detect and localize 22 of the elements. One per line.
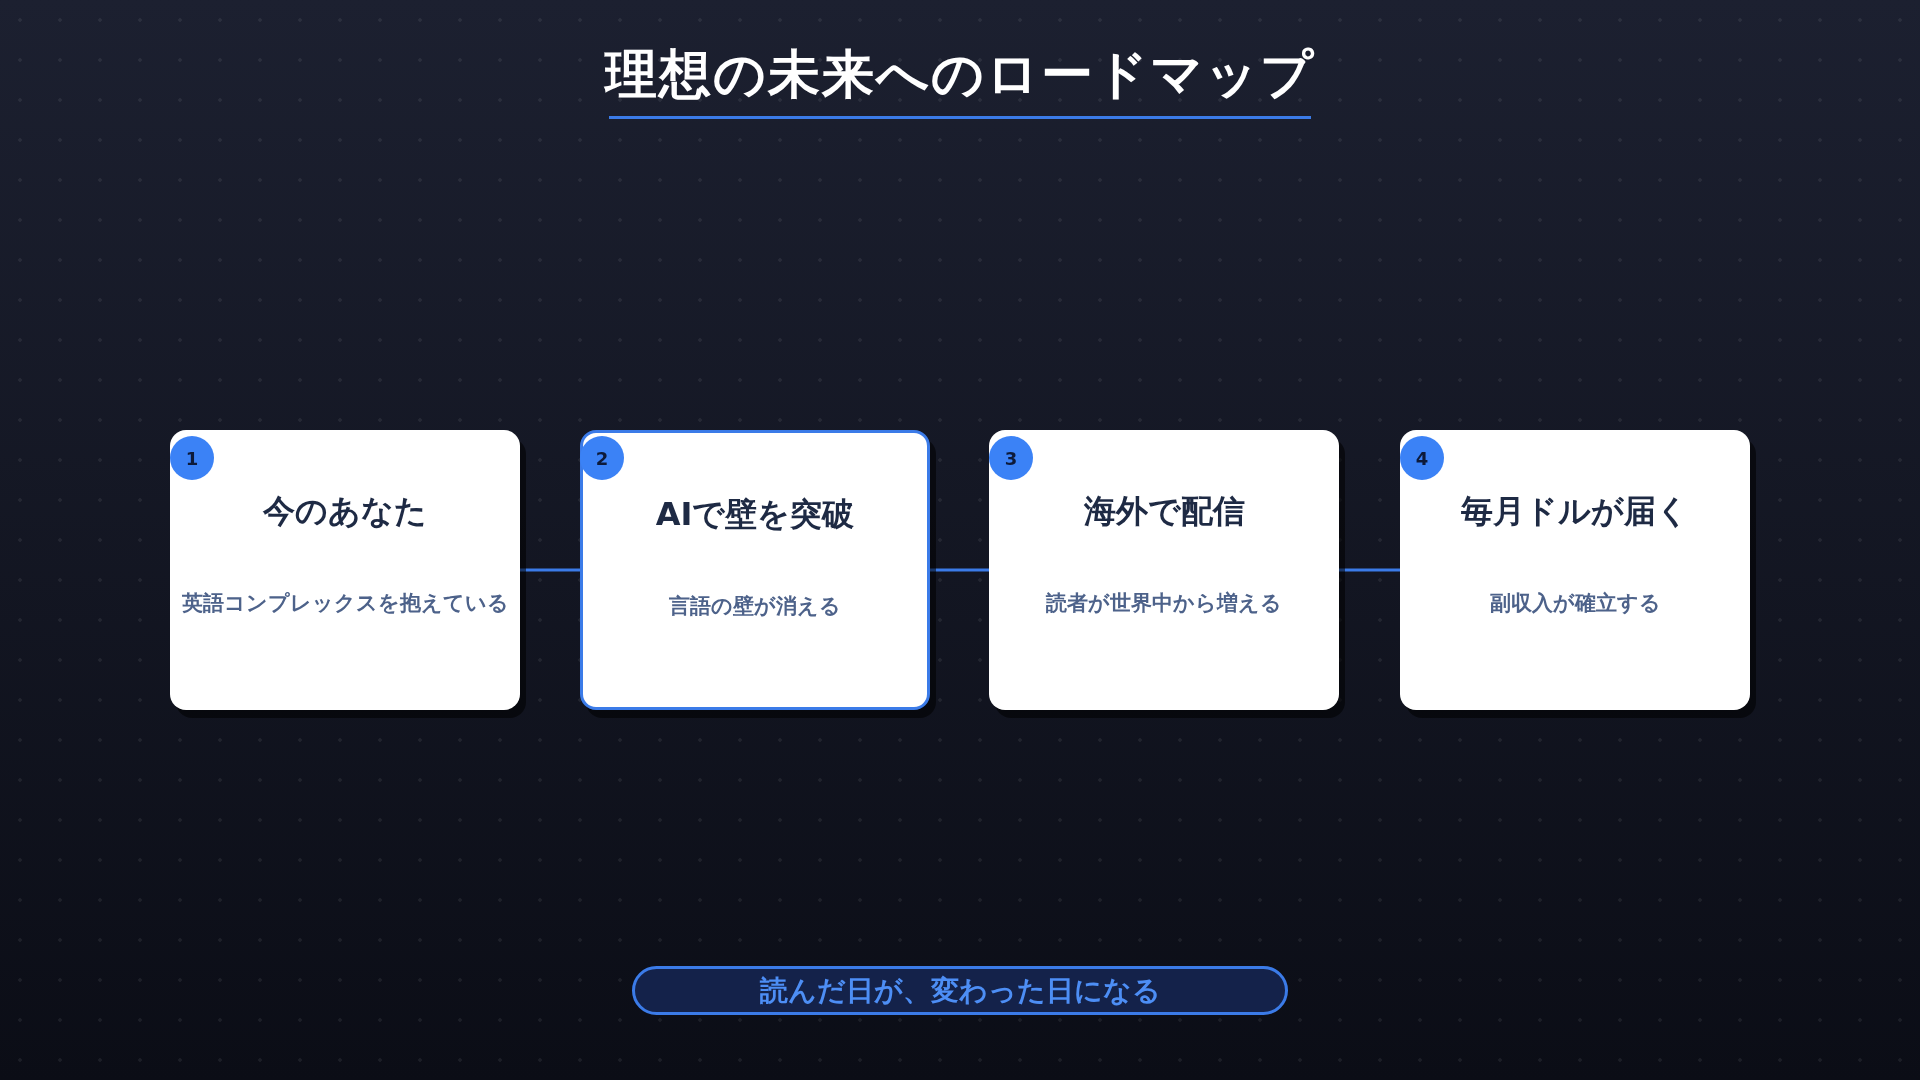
step-heading: 毎月ドルが届く — [1460, 491, 1690, 532]
connector-line — [1339, 568, 1400, 572]
tagline-banner — [632, 966, 1288, 1015]
step-description: 英語コンプレックスを抱えている — [180, 590, 510, 617]
step-heading: 今のあなた — [262, 491, 428, 532]
step-number: 2 — [580, 436, 624, 480]
step-description: 読者が世界中から増える — [1044, 590, 1283, 617]
step-card — [170, 430, 520, 710]
step-description: 言語の壁が消える — [668, 593, 842, 620]
connector-line — [930, 568, 989, 572]
step-description: 副収入が確立する — [1488, 590, 1662, 617]
step-heading: AIで壁を突破 — [654, 494, 856, 535]
step-card — [989, 430, 1339, 710]
step-number: 4 — [1400, 436, 1444, 480]
tagline: 読んだ日が、変わった日になる — [759, 972, 1161, 1009]
step-card — [1400, 430, 1750, 710]
connector-line — [520, 568, 580, 572]
step-number: 1 — [170, 436, 214, 480]
step-heading: 海外で配信 — [1082, 491, 1246, 532]
title: 理想の未来へのロードマップ — [603, 43, 1316, 106]
step-number: 3 — [989, 436, 1033, 480]
step-card — [580, 430, 930, 710]
